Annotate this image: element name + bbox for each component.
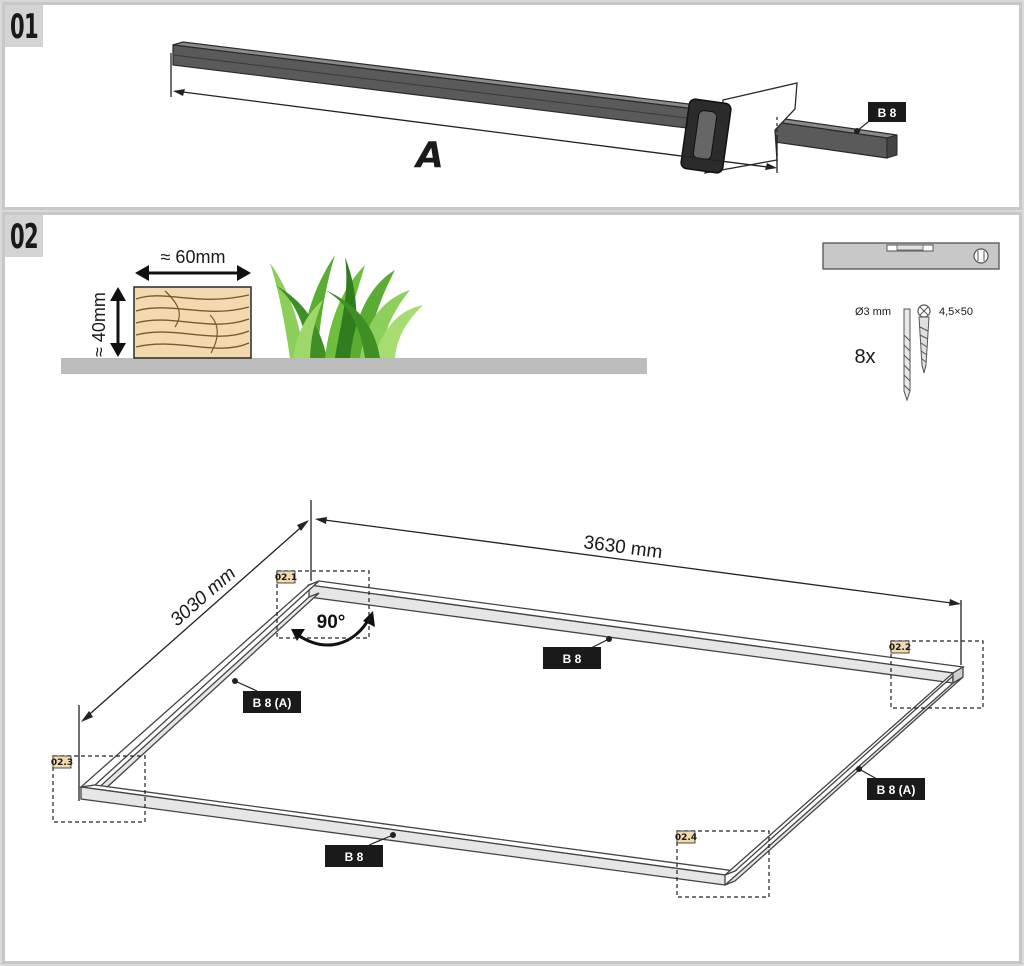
width-total-label: 3030 mm (167, 563, 241, 631)
screw-label: 4,5×50 (939, 306, 973, 318)
detail-box-02-3 (52, 755, 146, 823)
svg-text:B 8: B 8 (345, 850, 364, 864)
beam-label-top: B 8 (543, 636, 612, 669)
step-02-panel: 02 ≈ 60mm ≈ 40mm (2, 212, 1022, 964)
part-label: B 8 (878, 106, 897, 120)
ground (61, 358, 647, 374)
svg-text:B 8 (A): B 8 (A) (253, 696, 292, 710)
beam-label-bottom: B 8 (325, 832, 396, 867)
dimension-a (170, 53, 778, 173)
beam-label-left: B 8 (A) (232, 678, 301, 713)
step-number: 02 (10, 217, 39, 257)
step-number-badge: 02 (5, 215, 43, 257)
detail-box-02-1 (276, 570, 370, 639)
saw-icon (680, 82, 798, 174)
part-label-box (868, 102, 906, 122)
frame (78, 580, 965, 886)
length-label: 3630 mm (582, 532, 663, 563)
svg-text:B 8 (A): B 8 (A) (877, 783, 916, 797)
quantity-label: 8x (854, 346, 875, 368)
detail-label-02-3: 02.3 (51, 758, 73, 768)
width-label: ≈ 60mm (161, 247, 226, 267)
beam-label-right: B 8 (A) (856, 766, 925, 800)
detail-box-02-2 (890, 640, 984, 709)
detail-box-02-4 (676, 830, 770, 898)
step-01-panel: 01 A B (2, 2, 1022, 210)
detail-boxes (52, 570, 984, 898)
grass-icon (270, 255, 423, 358)
beam-b8 (172, 41, 898, 159)
drill-bit-icon (903, 308, 911, 402)
frame-assembly-illustration: ≈ 60mm ≈ 40mm (51, 242, 1000, 898)
dimension-a-label: A (413, 135, 444, 176)
svg-text:B 8: B 8 (563, 652, 582, 666)
cutting-illustration: A B 8 (170, 41, 906, 176)
drill-label: Ø3 mm (855, 306, 891, 318)
detail-label-02-2: 02.2 (889, 643, 911, 653)
width-dimension (78, 521, 308, 801)
length-dimension (310, 500, 962, 665)
angle-label: 90° (317, 612, 346, 633)
detail-label-02-1: 02.1 (275, 573, 297, 583)
step-number: 01 (10, 7, 39, 47)
wood-block-icon (133, 286, 252, 359)
detail-label-02-4: 02.4 (675, 833, 697, 843)
spirit-level-icon (822, 242, 1000, 270)
step-number-badge: 01 (5, 5, 43, 47)
screw-icon (917, 304, 931, 374)
height-label: ≈ 40mm (89, 292, 109, 357)
